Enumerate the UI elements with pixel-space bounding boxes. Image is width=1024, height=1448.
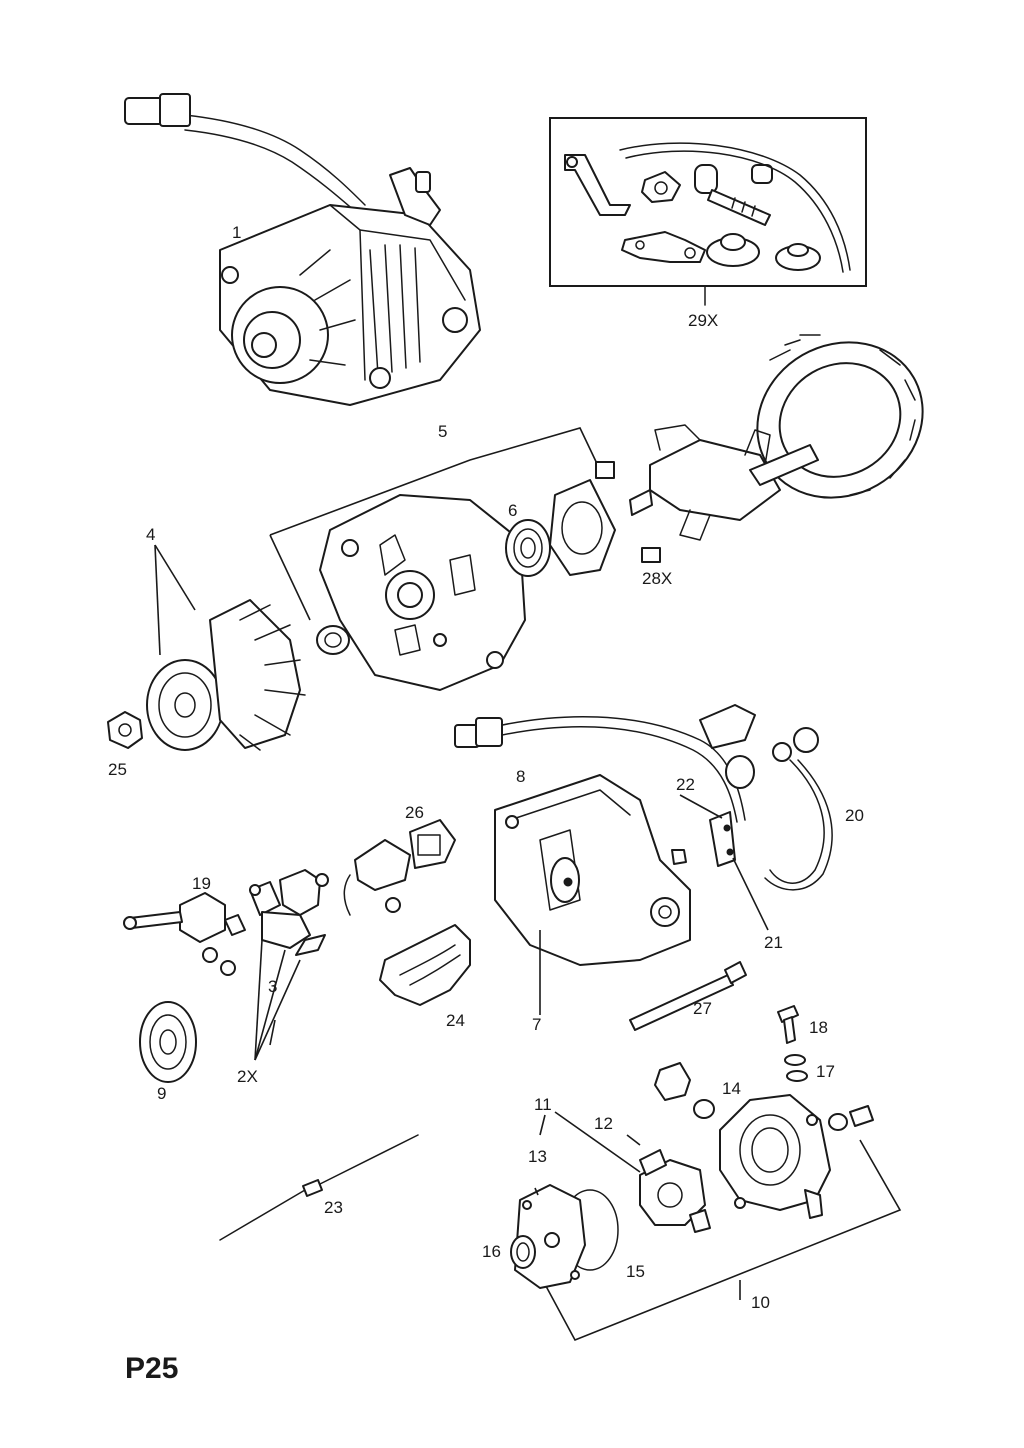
- callout-17: 17: [816, 1062, 835, 1081]
- callout-10: 10: [751, 1293, 770, 1312]
- part-4-pulley-fan: [146, 544, 306, 751]
- part-5-bracket: [269, 427, 601, 621]
- part-26-connector: [343, 819, 456, 916]
- drive-end-housing: [319, 494, 526, 691]
- part-27-through-bolt: [629, 961, 747, 1031]
- callout-5: 5: [438, 422, 447, 441]
- callout-2x: 2X: [237, 1067, 258, 1086]
- callout-8: 8: [516, 767, 525, 786]
- callout-20: 20: [845, 806, 864, 825]
- page-reference: P25: [125, 1352, 178, 1385]
- part-19-regulator: [123, 892, 246, 976]
- callout-4: 4: [146, 525, 155, 544]
- callout-22: 22: [676, 775, 695, 794]
- callout-21: 21: [764, 933, 783, 952]
- callout-15: 15: [626, 1262, 645, 1281]
- part-14-fitting: [654, 1062, 691, 1101]
- callout-16: 16: [482, 1242, 501, 1261]
- callout-23: 23: [324, 1198, 343, 1217]
- callout-18: 18: [809, 1018, 828, 1037]
- spacer-bush: [316, 625, 350, 655]
- part-11-bracket: [539, 1111, 641, 1173]
- callout-25: 25: [108, 760, 127, 779]
- callout-3: 3: [268, 977, 277, 996]
- part-23-suppressor-wire: [219, 1134, 419, 1241]
- part-9-bearing: [139, 1001, 197, 1083]
- part-16-seal: [510, 1235, 536, 1269]
- part-25-pulley-nut: [107, 711, 143, 749]
- callout-7: 7: [532, 1015, 541, 1034]
- part-3-brush-holder: [249, 869, 329, 956]
- callout-28x: 28X: [642, 569, 672, 588]
- callout-14: 14: [722, 1079, 741, 1098]
- callout-11: 11: [534, 1095, 552, 1114]
- part-2x-screws: [254, 939, 301, 1061]
- bearing-retainer-plate: [549, 479, 616, 576]
- callout-19: 19: [192, 874, 211, 893]
- screw-washer-set: [828, 1105, 874, 1131]
- callout-6: 6: [508, 501, 517, 520]
- part-14-washer: [693, 1099, 715, 1119]
- part-17-washers: [784, 1054, 808, 1082]
- leader-lines: [269, 794, 769, 1300]
- part-20-harness: [454, 704, 833, 891]
- callout-29x: 29X: [688, 311, 718, 330]
- part-29x-small-parts-kit: [549, 117, 867, 306]
- part-18-bolt: [777, 1005, 799, 1044]
- callout-26: 26: [405, 803, 424, 822]
- part-12-rotor-vanes: [639, 1149, 711, 1233]
- callout-13: 13: [528, 1147, 547, 1166]
- part-8-rear-housing: [494, 774, 691, 966]
- part-10-vacuum-pump: [539, 1094, 902, 1342]
- callout-24: 24: [446, 1011, 465, 1030]
- part-6-bearing: [505, 519, 551, 577]
- callout-1: 1: [232, 223, 241, 242]
- rotor-stator-group: [595, 334, 924, 563]
- callout-9: 9: [157, 1084, 166, 1103]
- callout-12: 12: [594, 1114, 613, 1133]
- part-24-diode-cover: [379, 924, 471, 1006]
- part-1-alternator-assembly: [124, 93, 481, 406]
- callout-27: 27: [693, 999, 712, 1018]
